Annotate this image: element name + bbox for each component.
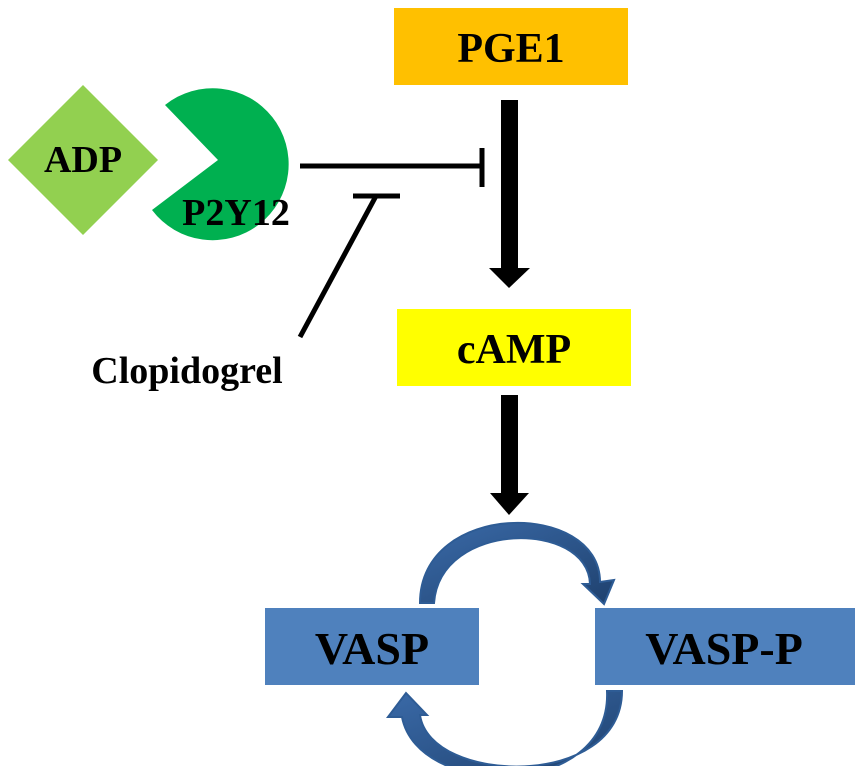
clopidogrel-inhibition-edge [297,193,400,339]
camp-node: cAMP [397,309,631,386]
pge1-to-camp-arrow [489,100,530,288]
p2y12-inhibition-edge [300,148,485,187]
clopidogrel-label: Clopidogrel [91,350,282,392]
vasp-label: VASP [315,623,429,674]
vasp-box [265,608,479,685]
pge1-label: PGE1 [457,26,564,72]
adp-node: ADP [8,85,158,235]
p2y12-label: P2Y12 [182,192,290,234]
arrowhead [490,493,529,515]
cycle-arrow-dephosphorylation [386,690,624,766]
camp-label: cAMP [457,327,571,373]
adp-diamond [8,85,158,235]
vasp-node: VASP [265,608,479,685]
vasp-p-node: VASP-P [595,608,855,685]
pge1-node: PGE1 [394,8,628,85]
cycle-arrow-phosphorylation [418,522,616,606]
camp-box [397,309,631,386]
p2y12-receptor-shape [152,88,289,241]
arrowhead [489,268,530,288]
p2y12-node: P2Y12 [152,88,290,241]
pge1-box [394,8,628,85]
vasp-p-box [595,608,855,685]
adp-label: ADP [44,139,122,181]
camp-to-vasp-arrow [490,395,529,515]
vasp-p-label: VASP-P [645,623,803,674]
